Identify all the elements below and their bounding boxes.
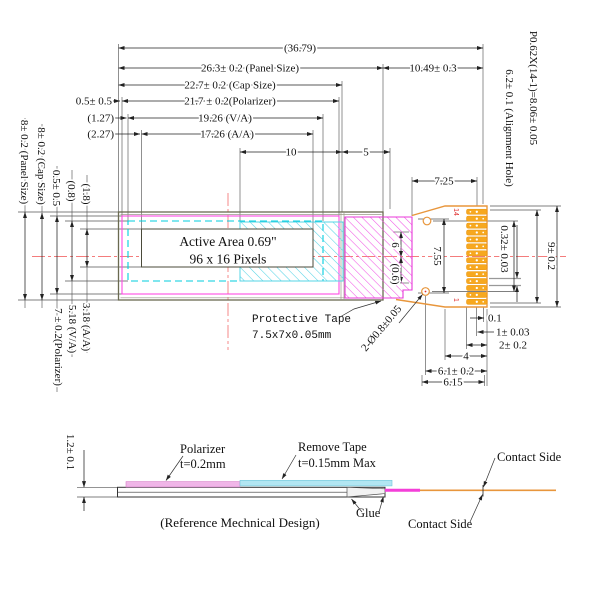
active-area-line1: Active Area 0.69" [179,234,276,249]
remove-tape-label: Remove Tape [298,440,367,454]
dim-thickness: 1.2± 0.1 [64,434,76,470]
dim-pad-width: 0.32± 0.03 [498,225,510,273]
hole-leader [398,294,423,324]
dim-01: 0.1 [488,313,502,325]
fpc-outline [395,205,488,308]
dimension-lines [22,45,560,385]
polarizer-label: Polarizer [180,442,226,456]
dim-cap-height: 8± 0.2 (Cap Size) [35,127,47,205]
right-dimension-labels: P0.62X(14-1)=8.06± 0.05 6.2± 0.1 (Alignm… [387,29,558,286]
dim-alignment-hole: 6.2± 0.1 (Alignment Hole) [503,69,515,187]
dim-total-height: 9± 0.2 [545,242,557,270]
dim-tape-gap: (0.6) [389,263,401,284]
pin-label-1: 1 [452,298,459,302]
reference-note: (Reference Mechnical Design) [160,515,320,530]
dim-cap-width: 22.7± 0.2 (Cap Size) [184,80,276,92]
dim-aa-top-offset: (1.8) [80,183,92,204]
active-area-line2: 96 x 16 Pixels [190,252,267,267]
dim-4: 4 [463,351,469,363]
dim-va-width: 19.26 (V/A) [198,113,252,125]
dim-2: 2± 0.2 [499,340,527,352]
dim-61: 6.1± 0.2 [438,366,474,378]
dim-polarizer-width: 21.7 ± 0.2(Polarizer) [184,96,276,108]
dim-panel-height: 8± 0.2 (Panel Size) [18,120,30,205]
dim-aa-offset: (2.27) [87,129,114,141]
protective-tape-hatch [344,216,413,299]
width-dimension-labels: (36.79) 26.3± 0.2 (Panel Size) 10.49± 0.… [74,41,459,189]
connector-pads [466,208,488,305]
dim-five: 5 [363,147,369,159]
dim-aa-width: 17.26 (A/A) [200,129,254,141]
dim-va-top-offset: (0.8) [65,180,77,201]
dim-panel-width: 26.3± 0.2 (Panel Size) [201,63,299,75]
dim-fpc-width: 10.49± 0.3 [409,63,457,75]
hole-callout: 2-Ø0.8±0.05 [359,303,405,354]
contact-side-top-label: Contact Side [497,450,562,464]
cap-glass-edges [120,212,382,300]
dim-polarizer-height: 7 ± 0.2(Polarizer) [52,308,64,386]
dim-pol-top-offset: 0.5± 0.5 [50,170,62,207]
dim-aa-height: 3.18 (A/A) [80,303,92,352]
glue-wedge [346,486,386,498]
polarizer-thickness: t=0.2mm [180,457,226,471]
glue-label: Glue [356,506,381,520]
dim-1: 1± 0.03 [496,327,530,339]
polarizer-strip [125,481,241,488]
dim-tape-height: 6 [389,242,401,248]
height-dimension-labels: 8± 0.2 (Panel Size) 8± 0.2 (Cap Size) 0.… [16,118,93,388]
protective-tape-note: Protective Tape 7.5x7x0.05mm [252,300,382,342]
tape-note-line1: Protective Tape [252,314,351,326]
pin-label-14: 14 [452,208,459,216]
alignment-hole-top [422,216,432,226]
dim-fpc-length: 7.55 [431,246,443,266]
dim-overall: (36.79) [284,43,316,55]
dim-pol-offset: 0.5± 0.5 [76,96,113,108]
under-dimension-labels: 0.1 1± 0.03 2± 0.2 4 6.1± 0.2 6.15 [436,311,532,390]
dim-va-offset: (1.27) [87,113,114,125]
extension-lines-left [18,118,141,392]
dim-fpc-inner: 7.25 [434,176,454,188]
extension-lines-top [118,44,484,229]
contact-side-bottom-label: Contact Side [408,517,473,531]
dim-615: 6.15 [443,377,463,389]
remove-tape-thickness: t=0.15mm Max [298,456,377,470]
hole-center-mark [424,290,427,293]
side-view: 1.2± 0.1 Polarizer t=0.2mm Remove Tape t… [62,432,562,531]
tape-note-line2: 7.5x7x0.05mm [252,330,332,342]
dim-ten: 10 [286,147,298,159]
pad-extension-bars [489,277,521,287]
dim-pad-pitch: P0.62X(14-1)=8.06± 0.05 [527,31,539,146]
active-area-outline [141,228,314,268]
dim-va-height: 5.18 (V/A) [66,305,78,354]
remove-tape-strip [239,479,393,487]
